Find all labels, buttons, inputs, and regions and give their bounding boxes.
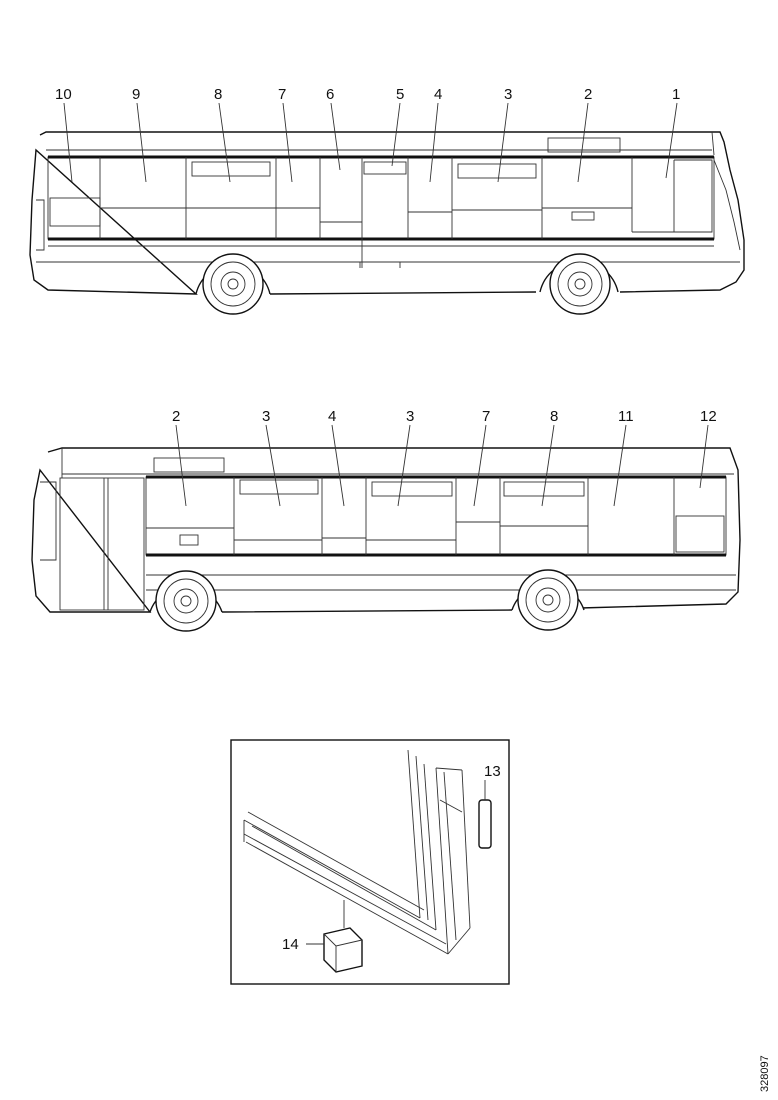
bus-side-view-top: 10 9 8 7 6 5 4 3 2 1	[29, 86, 745, 315]
label-11: 11	[618, 408, 634, 425]
label-1: 1	[672, 86, 680, 103]
label-2: 2	[584, 86, 592, 103]
rear-wheel-top	[195, 253, 271, 315]
label-13: 13	[484, 763, 501, 780]
detail-frame	[230, 739, 510, 985]
label-7b: 7	[482, 408, 490, 425]
detail-inset: 13 14	[230, 739, 510, 985]
part-14-block	[323, 927, 363, 973]
label-7: 7	[278, 86, 286, 103]
label-6: 6	[326, 86, 334, 103]
label-3: 3	[504, 86, 512, 103]
label-10: 10	[55, 86, 72, 103]
bus-side-view-bottom: 2 3 4 3 7 8 11 12	[31, 408, 741, 632]
front-wheel-top	[539, 253, 619, 315]
label-5: 5	[396, 86, 404, 103]
label-8: 8	[214, 86, 222, 103]
label-2b: 2	[172, 408, 180, 425]
label-3b: 3	[262, 408, 270, 425]
label-3c: 3	[406, 408, 414, 425]
rear-wheel-bottom	[511, 569, 585, 631]
label-8b: 8	[550, 408, 558, 425]
label-9: 9	[132, 86, 140, 103]
part-13-reflector	[478, 799, 492, 849]
label-4: 4	[434, 86, 442, 103]
front-wheel-bottom	[149, 570, 223, 632]
label-12: 12	[700, 408, 717, 425]
label-4b: 4	[328, 408, 336, 425]
callouts-top: 10 9 8 7 6 5 4 3 2 1	[55, 86, 680, 183]
callouts-bottom: 2 3 4 3 7 8 11 12	[172, 408, 717, 507]
label-14: 14	[282, 936, 299, 953]
drawing-code: 328097	[759, 1055, 771, 1092]
